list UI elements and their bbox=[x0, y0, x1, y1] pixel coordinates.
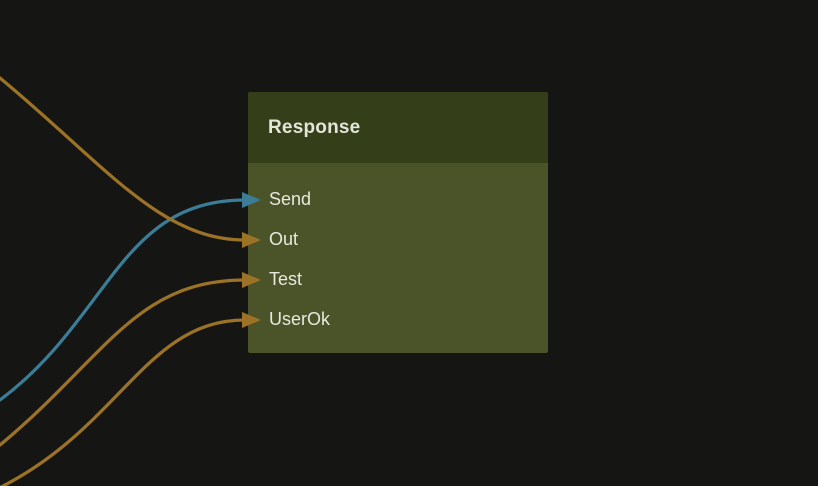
node-title: Response bbox=[268, 116, 361, 138]
node-row-test[interactable]: Test bbox=[248, 259, 548, 299]
edge-to-test[interactable] bbox=[0, 278, 247, 447]
input-port-arrow-icon[interactable] bbox=[242, 192, 261, 208]
node-row-label: Send bbox=[269, 188, 312, 209]
input-port-arrow-icon[interactable] bbox=[242, 232, 261, 248]
node-row-label: Test bbox=[269, 268, 303, 289]
node-row-label: Out bbox=[269, 228, 299, 249]
node-row-userok[interactable]: UserOk bbox=[248, 299, 548, 339]
input-port-arrow-icon[interactable] bbox=[242, 312, 261, 328]
edge-to-out[interactable] bbox=[0, 76, 247, 242]
node-row-send[interactable]: Send bbox=[248, 179, 548, 219]
node-row-label: UserOk bbox=[269, 308, 331, 329]
edge-to-userok[interactable] bbox=[0, 318, 247, 486]
input-port-arrow-icon[interactable] bbox=[242, 272, 261, 288]
node-row-out[interactable]: Out bbox=[248, 219, 548, 259]
node-header[interactable]: Response bbox=[248, 92, 548, 163]
edge-to-send[interactable] bbox=[0, 198, 247, 402]
